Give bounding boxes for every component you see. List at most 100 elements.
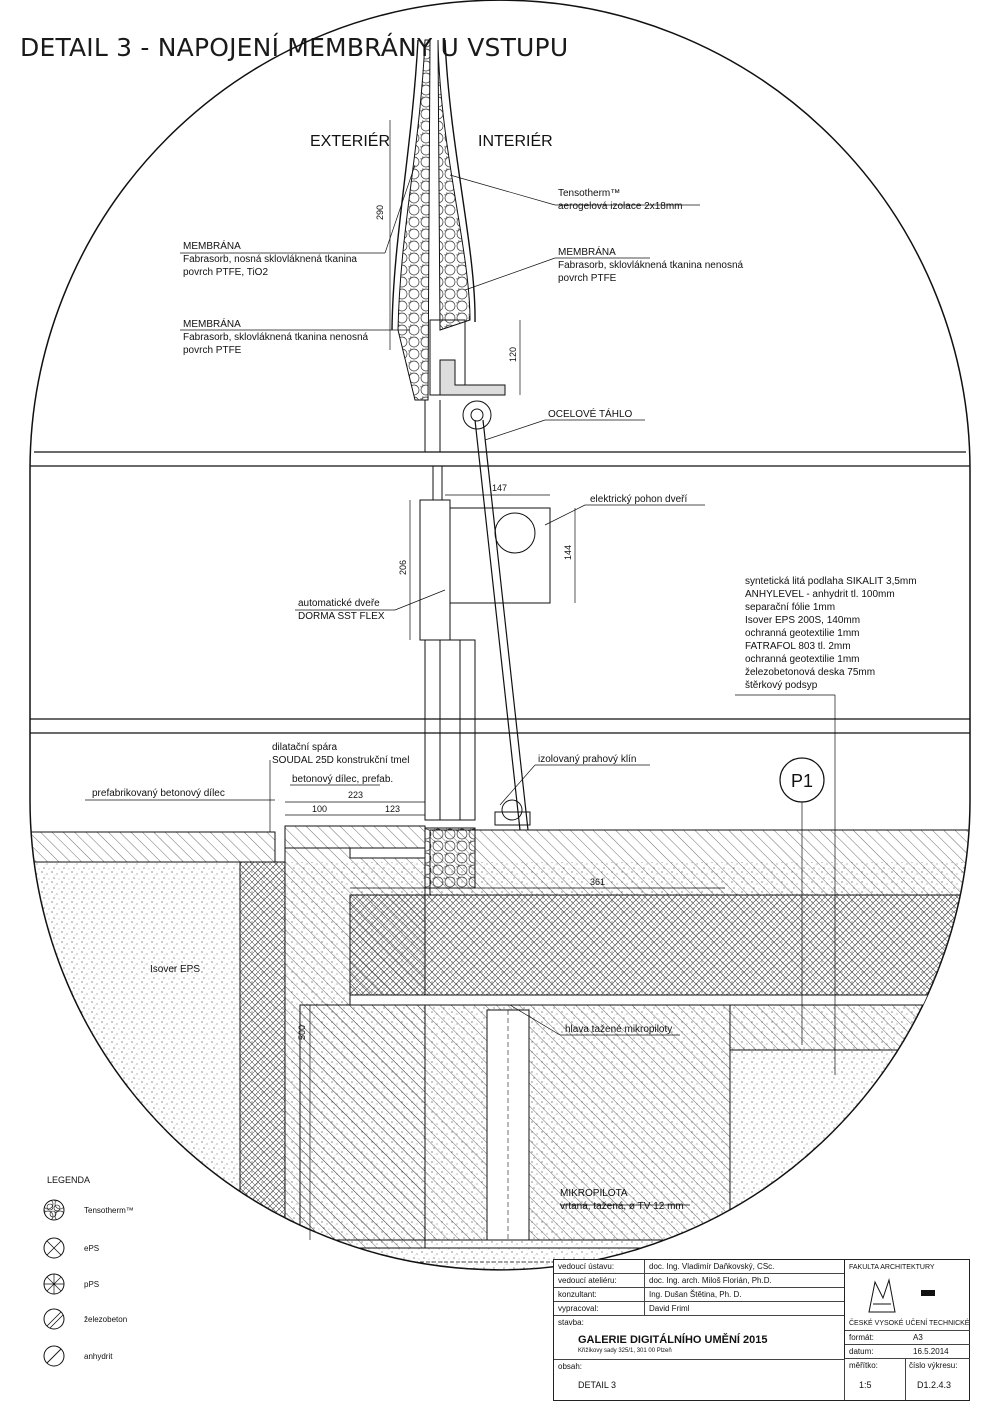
detail-frame xyxy=(29,0,971,1271)
format-label: formát: xyxy=(849,1333,874,1342)
school-name: ČESKÉ VYSOKÉ UČENÍ TECHNICKÉ xyxy=(849,1320,970,1327)
tb-row-building: stavba: xyxy=(558,1318,584,1327)
micropile-head-label: hlava tažené mikropiloty xyxy=(565,1024,672,1035)
legend-item: Tensotherm™ xyxy=(42,1198,134,1222)
tb-row-head: vedoucí ústavu:doc. Ing. Vladimír Daňkov… xyxy=(554,1260,844,1274)
micropile-desc: vrtaná, tažená, ø TV 12 mm xyxy=(560,1201,684,1212)
dim-100: 100 xyxy=(312,804,327,814)
anhydrit-hatch-icon xyxy=(43,1345,65,1367)
format-value: A3 xyxy=(913,1333,923,1342)
layer-6: FATRAFOL 803 tl. 2mm xyxy=(745,641,851,652)
interior-label: INTERIÉR xyxy=(478,131,553,150)
membrane-a-desc2: povrch PTFE, TiO2 xyxy=(183,267,268,278)
legend-item: ePS xyxy=(42,1236,99,1260)
micropile-title: MIKROPILOTA xyxy=(560,1188,628,1199)
membrane-c-desc2: povrch PTFE xyxy=(183,345,242,356)
membrane-section xyxy=(391,39,529,831)
break-lines xyxy=(30,451,970,734)
drawing-no-value: D1.2.4.3 xyxy=(917,1380,952,1390)
date-value: 16.5.2014 xyxy=(913,1347,949,1356)
dim-147: 147 xyxy=(492,483,507,493)
dim-290: 290 xyxy=(375,205,385,220)
waterproofing xyxy=(349,994,970,1006)
layer-7: ochranná geotextilie 1mm xyxy=(745,654,860,665)
eps-insulation xyxy=(349,894,970,996)
legend-title: LEGENDA xyxy=(47,1175,91,1185)
membrane-c-desc: Fabrasorb, sklovláknená tkanina nenosná xyxy=(183,332,369,343)
layer-4: Isover EPS 200S, 140mm xyxy=(745,615,860,626)
layer-1: syntetická litá podlaha SIKALIT 3,5mm xyxy=(745,576,917,587)
obsah-value: DETAIL 3 xyxy=(578,1380,617,1390)
membrane-a-desc: Fabrasorb, nosná sklovláknená tkanina xyxy=(183,254,357,265)
prefab-concrete xyxy=(30,831,276,863)
scale-value: 1:5 xyxy=(859,1380,872,1390)
legend-label: železobeton xyxy=(84,1314,128,1324)
layer-5: ochranná geotextilie 1mm xyxy=(745,628,860,639)
layer-3: separační fólie 1mm xyxy=(745,602,835,613)
project-name: GALERIE DIGITÁLNÍHO UMĚNÍ 2015 xyxy=(578,1334,768,1346)
isover-label: Isover EPS xyxy=(150,964,200,975)
membrane-b-desc2: povrch PTFE xyxy=(558,273,617,284)
tb-row-consultant: konzultant:Ing. Dušan Štětina, Ph. D. xyxy=(554,1288,844,1302)
legend-label: anhydrit xyxy=(84,1351,113,1361)
layer-8: železobetonová deska 75mm xyxy=(745,667,875,678)
concrete-beam-label: betonový dílec, prefab. xyxy=(292,774,393,785)
membrane-b-title: MEMBRÁNA xyxy=(558,245,616,258)
tb-right-panel: FAKULTA ARCHITEKTURY ČESKÉ VYSOKÉ UČENÍ … xyxy=(844,1260,970,1400)
eps-hatch-icon xyxy=(43,1237,65,1259)
legend-label: Tensotherm™ xyxy=(84,1205,134,1215)
dilatation-desc: SOUDAL 25D konstrukční tmel xyxy=(272,755,409,766)
pps-hatch-icon xyxy=(43,1273,65,1295)
membrane-b-desc: Fabrasorb, sklovláknená tkanina nenosná xyxy=(558,260,744,271)
leader-lines xyxy=(85,164,836,1206)
title-block: vedoucí ústavu:doc. Ing. Vladimír Daňkov… xyxy=(553,1259,970,1401)
layer-9: štěrkový podsyp xyxy=(745,680,818,691)
tb-row-studio: vedoucí ateliéru:doc. Ing. arch. Miloš F… xyxy=(554,1274,844,1288)
legend-item: anhydrit xyxy=(42,1344,112,1368)
membrane-c-title: MEMBRÁNA xyxy=(183,317,241,330)
tb-row-author: vypracoval:David Friml xyxy=(554,1302,844,1316)
membrane-a-title: MEMBRÁNA xyxy=(183,239,241,252)
dilatation-label: dilatační spára xyxy=(272,742,337,753)
slab-edge xyxy=(729,1004,970,1051)
scale-label: měřítko: xyxy=(849,1361,878,1370)
dim-120: 120 xyxy=(508,347,518,362)
legend-label: ePS xyxy=(84,1243,100,1253)
obsah-label: obsah: xyxy=(558,1362,583,1371)
auto-door-model: DORMA SST FLEX xyxy=(298,611,385,622)
prefab-beam xyxy=(284,825,426,849)
project-address: Křižíkovy sady 325/1, 301 00 Plzeň xyxy=(578,1348,672,1354)
annotation-labels: EXTERIÉR INTERIÉR Tensotherm™ aerogelová… xyxy=(92,131,744,1212)
dim-206: 206 xyxy=(398,560,408,575)
legend-label: pPS xyxy=(84,1279,100,1289)
door-motor-label: elektrický pohon dveří xyxy=(590,494,687,505)
dim-500: 500 xyxy=(297,1025,307,1040)
steel-rod-label: OCELOVÉ TÁHLO xyxy=(548,407,633,420)
cvut-logo-icon xyxy=(868,1278,935,1313)
door-section xyxy=(419,466,551,826)
legend-item: železobeton xyxy=(42,1307,127,1331)
dim-361: 361 xyxy=(590,877,605,887)
date-label: datum: xyxy=(849,1347,874,1356)
threshold-label: izolovaný prahový klín xyxy=(538,754,636,765)
dim-144: 144 xyxy=(563,545,573,560)
dimension-lines xyxy=(285,120,725,1240)
eps-column xyxy=(239,861,286,1243)
tensotherm-label: Tensotherm™ xyxy=(558,188,620,199)
dim-123: 123 xyxy=(385,804,400,814)
layer-composition: syntetická litá podlaha SIKALIT 3,5mm AN… xyxy=(745,576,917,691)
drawing-no-label: číslo výkresu: xyxy=(909,1361,958,1370)
layer-2: ANHYLEVEL - anhydrit tl. 100mm xyxy=(745,589,895,600)
exterior-label: EXTERIÉR xyxy=(310,131,390,150)
tensotherm-hatch-icon xyxy=(43,1199,65,1221)
legend-item: pPS xyxy=(42,1272,99,1296)
prefab-label: prefabrikovaný betonový dílec xyxy=(92,788,225,799)
threshold-wedge xyxy=(424,827,476,889)
faculty-name: FAKULTA ARCHITEKTURY xyxy=(849,1264,935,1271)
anhydrite-slab xyxy=(429,829,970,896)
tensotherm-desc: aerogelová izolace 2x18mm xyxy=(558,201,683,212)
zelezobeton-hatch-icon xyxy=(43,1308,65,1330)
dim-223: 223 xyxy=(348,790,363,800)
auto-door-label: automatické dveře xyxy=(298,598,380,609)
